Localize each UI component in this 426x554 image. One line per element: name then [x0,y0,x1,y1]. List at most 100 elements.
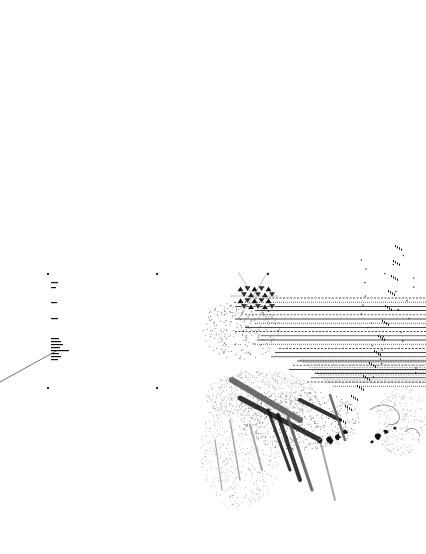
stair-glyph [341,419,342,422]
grid-cell [250,297,259,304]
grid-cell [264,285,273,292]
stair-glyph [393,276,394,279]
barcode-ticks [51,282,69,361]
registration-dot [155,272,159,276]
ink-blob [317,439,322,444]
splatter-loop [404,428,421,437]
ink-blob [326,436,334,445]
tick-mark [51,347,60,349]
stair-glyph [388,290,389,293]
stair-glyph [355,397,356,400]
stair-glyph [399,263,400,266]
stair-glyph [399,247,400,250]
tick-mark [51,282,58,284]
stair-glyph [359,386,360,389]
tick-mark [51,359,58,361]
stair-dot [371,345,373,347]
streak [319,439,336,501]
stair-glyph [397,262,398,265]
streak [229,377,303,423]
streak [328,393,347,442]
stair-glyph [357,398,358,401]
registration-dot [155,386,159,390]
streak [298,398,342,422]
stair-glyph [397,278,398,281]
tick-mark [51,318,58,320]
stair-glyph [386,322,387,325]
stepped-horizontal-lines [235,297,426,387]
grid-cell [243,297,252,305]
streak [276,413,302,482]
stair-glyph [382,320,383,323]
stair-glyph [369,362,370,365]
stair-glyph [397,246,398,249]
stair-dot [362,304,364,306]
stair-dot [408,318,410,320]
tick-mark [51,302,57,304]
tick-mark [51,344,63,346]
stair-glyph [401,248,402,251]
stair-dot [402,340,404,342]
grid-cell [267,303,277,311]
grid-cell [236,285,245,292]
stair-dot [397,309,399,311]
ink-blob [393,426,397,430]
stair-dot [415,372,417,374]
stair-dot [367,327,369,329]
ink-blob [383,429,389,435]
stair-dot [384,273,386,275]
stair-glyph [391,275,392,278]
stair-glyph [361,387,362,390]
stair-glyph [382,337,383,340]
stair-dot [370,322,372,324]
stair-glyph [378,352,379,355]
stair-dot [381,349,383,351]
stair-dot [382,336,384,338]
stair-dot [365,268,367,270]
stair-dot [415,367,417,369]
tick-mark [51,338,59,340]
grid-cell [260,303,270,310]
ink-blob [370,440,374,444]
stair-glyph [393,260,394,263]
stair-glyph [343,420,344,423]
stair-glyph [363,375,364,378]
stair-glyph [345,405,346,408]
stair-glyph [345,421,346,424]
stair-glyph [339,418,340,421]
stair-dot [372,376,375,378]
streak [214,439,223,491]
grid-cell [250,285,259,292]
stair-glyph [385,305,386,308]
stair-dot [402,255,404,257]
streak [286,416,314,492]
stair-glyph [373,364,374,367]
stair-dot [395,291,397,293]
stair-dot [360,259,362,261]
grid-cell [236,297,245,304]
tick-mark [51,350,69,352]
registration-marks [46,272,270,390]
stair-glyph [351,408,352,411]
grid-cell [243,285,252,293]
grid-cell [267,291,277,299]
stair-dot [364,295,366,297]
stair-glyph [391,308,392,311]
stair-dot [381,363,383,365]
stair-glyph [395,277,396,280]
grid-cell [257,285,266,293]
stair-glyph [365,376,366,379]
streak [229,419,241,481]
stair-glyph [347,406,348,409]
grid-cell [253,291,263,299]
stair-glyph [351,395,352,398]
diagonal-hairline [0,349,59,383]
stair-glyph [394,293,395,296]
stair-glyph [390,291,391,294]
stair-glyph [380,353,381,356]
registration-dot [46,386,50,390]
stair-glyph [375,365,376,368]
triangular-grid-motif [230,271,278,321]
streak [266,408,292,472]
